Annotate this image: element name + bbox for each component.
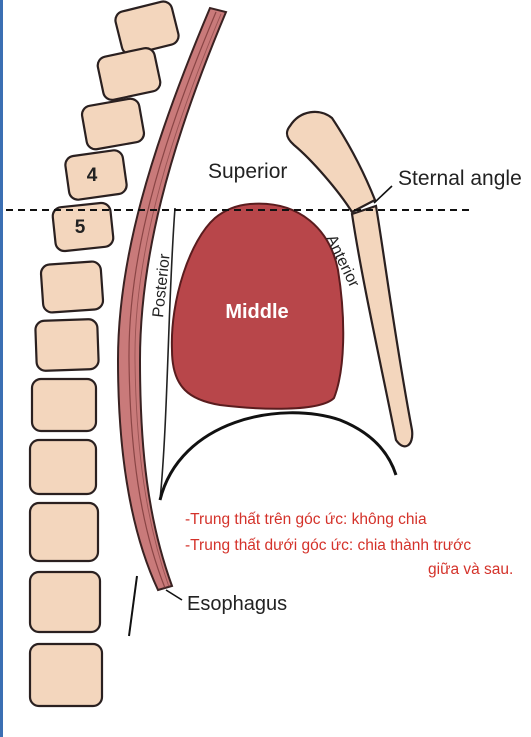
vertebral-column xyxy=(28,0,180,708)
vertebra-4-label: 4 xyxy=(87,165,98,186)
middle-mediastinum xyxy=(170,202,345,410)
esophagus xyxy=(116,6,228,592)
vertebra xyxy=(80,97,146,151)
vertebra xyxy=(28,501,100,563)
vertebra-4 xyxy=(64,149,128,201)
vertebra-5-label: 5 xyxy=(75,217,86,238)
vertebra xyxy=(28,642,104,708)
posterior-label: Posterior xyxy=(150,252,174,318)
vertebra xyxy=(30,377,98,433)
note-line-2: -Trung thất dưới góc ức: chia thành trướ… xyxy=(185,537,472,554)
left-border xyxy=(0,0,3,737)
vertebra xyxy=(28,570,102,634)
note-line-1: -Trung thất trên góc ức: không chia xyxy=(185,511,427,528)
esophagus-striation xyxy=(134,13,222,588)
vertebra xyxy=(114,0,180,56)
sternal-angle-label: Sternal angle xyxy=(398,167,522,190)
vertebra xyxy=(96,47,162,101)
sternal-angle-pointer xyxy=(373,185,393,204)
middle-label: Middle xyxy=(225,301,288,323)
esophagus-label: Esophagus xyxy=(187,593,287,615)
manubrium xyxy=(285,110,377,214)
vertebra xyxy=(39,260,105,314)
vertebra-5 xyxy=(51,201,115,253)
esophagus-pointer xyxy=(165,589,183,601)
sternum-body xyxy=(350,204,414,448)
esophagus-striation xyxy=(128,11,217,589)
diaphragm xyxy=(158,411,398,501)
aorta-edge-line xyxy=(128,575,138,637)
posterior-line xyxy=(159,207,176,501)
vertebra xyxy=(28,438,98,496)
note-line-3: giữa và sau. xyxy=(428,561,514,578)
vertebra xyxy=(34,318,100,372)
superior-label: Superior xyxy=(208,160,287,183)
